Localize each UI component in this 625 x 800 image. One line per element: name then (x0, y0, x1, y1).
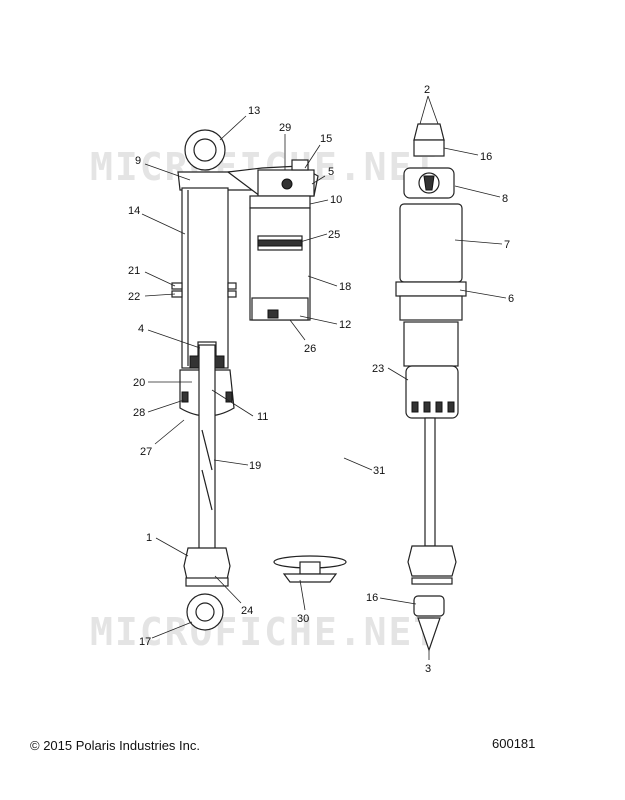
callout-13: 13 (248, 105, 260, 117)
callout-4: 4 (138, 323, 144, 335)
callout-14: 14 (128, 205, 140, 217)
copyright-text: © 2015 Polaris Industries Inc. (30, 738, 200, 753)
callout-10: 10 (330, 194, 342, 206)
callout-22: 22 (128, 291, 140, 303)
callout-18: 18 (339, 281, 351, 293)
body-tube (181, 187, 229, 369)
left-shock (171, 129, 260, 631)
callout-5: 5 (328, 166, 334, 178)
callout-2: 2 (424, 84, 430, 96)
callout-17: 17 (139, 636, 151, 648)
callout-30: 30 (297, 613, 309, 625)
callout-23: 23 (372, 363, 384, 375)
callout-12: 12 (339, 319, 351, 331)
bottom-eyelet (186, 593, 224, 631)
air-can (399, 203, 463, 283)
callout-21: 21 (128, 265, 140, 277)
spring (267, 390, 350, 583)
shaft (198, 344, 216, 576)
callout-8: 8 (502, 193, 508, 205)
leader-lines (141, 95, 507, 660)
callout-26: 26 (304, 343, 316, 355)
callout-27: 27 (140, 446, 152, 458)
callout-15: 15 (320, 133, 332, 145)
callout-9: 9 (135, 155, 141, 167)
callout-28: 28 (133, 407, 145, 419)
callout-7: 7 (504, 239, 510, 251)
callout-16-bottom: 16 (366, 592, 378, 604)
callout-31: 31 (373, 465, 385, 477)
right-shaft (424, 417, 436, 547)
callout-6: 6 (508, 293, 514, 305)
callout-29: 29 (279, 122, 291, 134)
right-shock (395, 123, 467, 652)
reservoir (226, 159, 319, 321)
callout-1: 1 (146, 532, 152, 544)
diagram-number: 600181 (492, 736, 536, 751)
callout-19: 19 (249, 460, 261, 472)
callout-20: 20 (133, 377, 145, 389)
callout-16-top: 16 (480, 151, 492, 163)
watermark-bottom: MICROFICHE.NET (90, 610, 438, 654)
callout-11: 11 (257, 411, 268, 423)
callout-25: 25 (328, 229, 340, 241)
callout-3: 3 (425, 663, 431, 675)
callout-24: 24 (241, 605, 253, 617)
top-eyelet (184, 129, 226, 171)
spring-retainer (282, 573, 338, 583)
callouts: 13 29 15 9 5 10 14 25 21 22 18 12 26 4 2… (128, 84, 514, 675)
